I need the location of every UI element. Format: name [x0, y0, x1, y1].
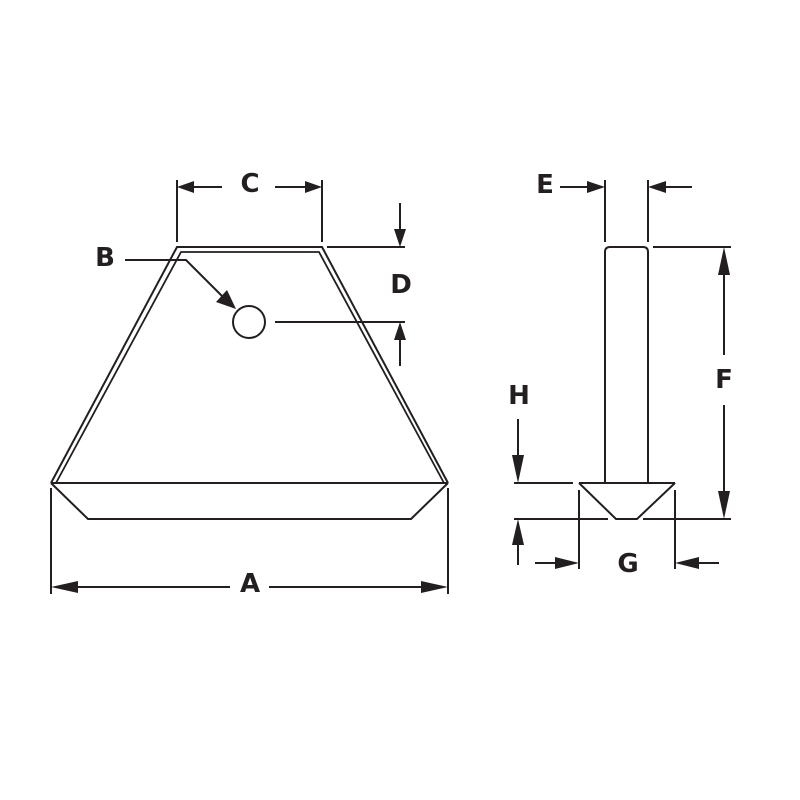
- arrow-down-icon: [512, 455, 524, 483]
- label-e: E: [536, 170, 554, 200]
- dimension-g: G: [535, 490, 719, 579]
- dimension-f: F: [643, 246, 733, 520]
- arrow-left-icon: [675, 557, 699, 569]
- label-h: H: [508, 381, 530, 411]
- arrow-right-icon: [421, 581, 448, 593]
- flange-chamfer: [578, 482, 676, 520]
- label-c: C: [240, 169, 259, 199]
- plate-bevel-line: [55, 251, 445, 484]
- mounting-hole: [232, 305, 266, 339]
- arrow-left-icon: [51, 581, 78, 593]
- arrow-up-icon: [394, 322, 406, 340]
- label-b: B: [95, 243, 115, 273]
- front-view: [50, 246, 449, 520]
- label-a: A: [240, 569, 260, 599]
- label-g: G: [617, 549, 638, 579]
- dimension-d: D: [275, 203, 412, 366]
- dimension-b: B: [95, 243, 236, 309]
- dimension-e: E: [536, 170, 692, 242]
- arrow-up-icon: [512, 519, 524, 545]
- dimension-a: A: [50, 488, 449, 599]
- arrow-up-icon: [718, 247, 730, 275]
- arrow-right-icon: [555, 557, 579, 569]
- plate-side-outline: [604, 246, 649, 483]
- arrow-left-icon: [177, 181, 194, 193]
- leader-line: [125, 259, 227, 301]
- arrow-left-icon: [648, 181, 666, 193]
- base-chamfer: [50, 482, 449, 520]
- side-view: [578, 246, 676, 520]
- dimension-h: H: [508, 381, 608, 565]
- label-d: D: [390, 270, 412, 300]
- label-f: F: [715, 365, 733, 395]
- arrow-icon: [216, 290, 236, 309]
- plate-outline: [50, 246, 449, 484]
- arrow-down-icon: [718, 491, 730, 519]
- arrow-right-icon: [305, 181, 322, 193]
- dimension-c: C: [176, 169, 323, 242]
- arrow-down-icon: [394, 229, 406, 247]
- arrow-right-icon: [587, 181, 605, 193]
